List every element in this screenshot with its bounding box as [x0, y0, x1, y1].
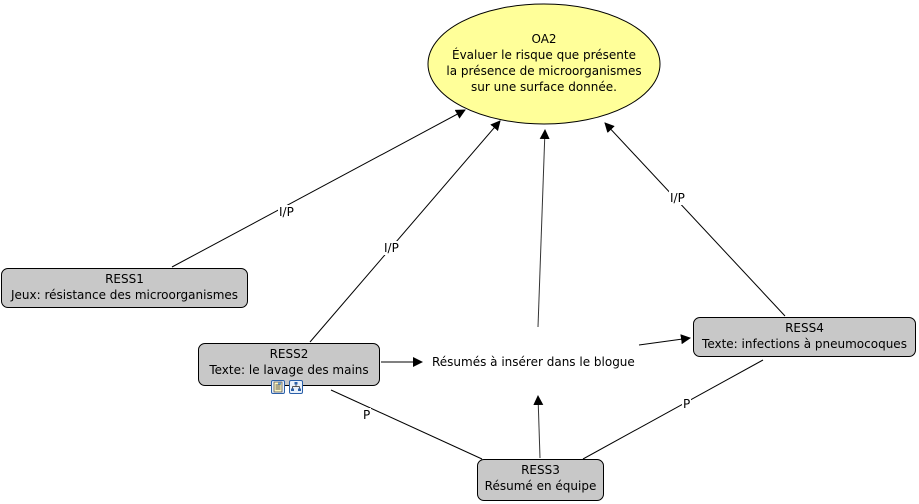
resource-id: RESS1	[105, 272, 144, 286]
resource-id: RESS2	[269, 347, 309, 361]
link-ress2-ress3	[330, 389, 483, 460]
link-label-ress2-oa2: I/P	[383, 241, 400, 255]
resource-text: Résumé en équipe	[484, 479, 597, 493]
concept-node-blog-summaries[interactable]: Résumés à insérer dans le blogue	[432, 355, 635, 369]
link-label-ress4-oa2: I/P	[669, 191, 686, 205]
link-ress3-concept	[533, 395, 544, 459]
link-label-ress1-oa2: I/P	[278, 205, 295, 219]
resource-node-ress2[interactable]: RESS2 Texte: le lavage des mains	[198, 343, 380, 386]
link-ress4-ress3	[582, 359, 764, 460]
link-concept-oa2	[537, 129, 550, 328]
resource-text: Jeux: résistance des microorganismes	[10, 288, 239, 302]
link-ress4-oa2	[604, 122, 786, 317]
objective-oval-shape[interactable]	[427, 3, 661, 125]
resource-id: RESS3	[521, 463, 560, 477]
link-label-ress2-ress3: P	[362, 408, 372, 422]
link-ress1-oa2	[171, 109, 466, 268]
resource-node-ress3[interactable]: RESS3 Résumé en équipe	[477, 459, 604, 501]
document-icon[interactable]	[271, 380, 285, 394]
resource-node-ress1[interactable]: RESS1 Jeux: résistance des microorganism…	[1, 268, 248, 308]
objective-id: OA2	[531, 32, 557, 46]
objective-node-oa2[interactable]: OA2 Évaluer le risque que présente la pr…	[428, 4, 660, 126]
objective-line: la présence de microorganismes	[446, 64, 642, 78]
resource-id: RESS4	[785, 321, 824, 335]
resource-node-ress4[interactable]: RESS4 Texte: infections à pneumocoques	[693, 317, 916, 357]
objective-line: sur une surface donnée.	[471, 80, 617, 94]
resource-text: Texte: infections à pneumocoques	[702, 337, 907, 351]
objective-line: Évaluer le risque que présente	[452, 48, 636, 62]
link-concept-ress4	[638, 334, 691, 346]
concept-map-icon[interactable]	[289, 380, 303, 394]
link-ress2-oa2	[309, 120, 501, 343]
resource-text: Texte: le lavage des mains	[209, 363, 369, 377]
link-label-ress4-ress3: P	[682, 397, 692, 411]
